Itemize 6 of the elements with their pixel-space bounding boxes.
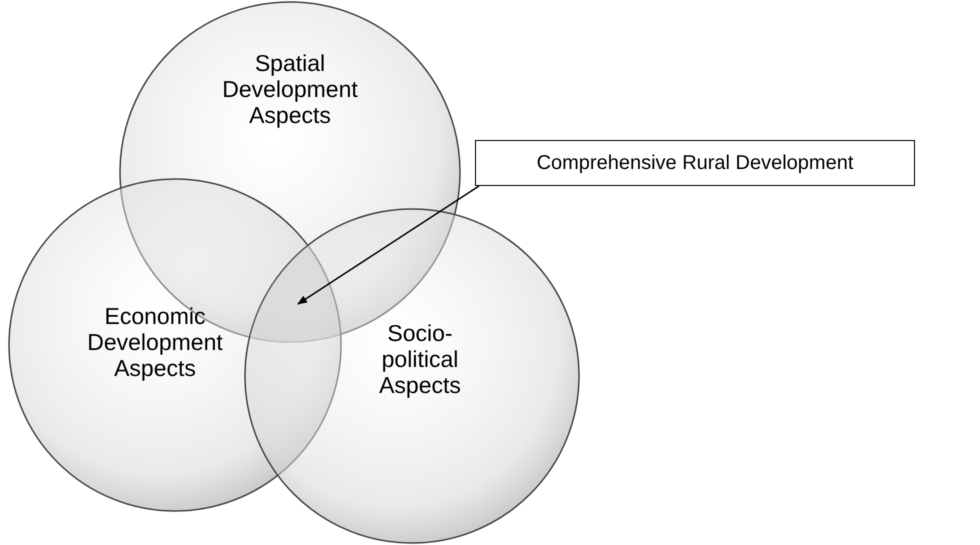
circle-label: Socio-political Aspects xyxy=(378,320,462,398)
circle-label: Economic Development Aspects xyxy=(86,303,224,381)
circle-label: Spatial Development Aspects xyxy=(221,50,359,128)
overlap-region xyxy=(250,246,341,342)
leader-line xyxy=(297,185,480,305)
callout-box: Comprehensive Rural Development xyxy=(475,140,915,186)
